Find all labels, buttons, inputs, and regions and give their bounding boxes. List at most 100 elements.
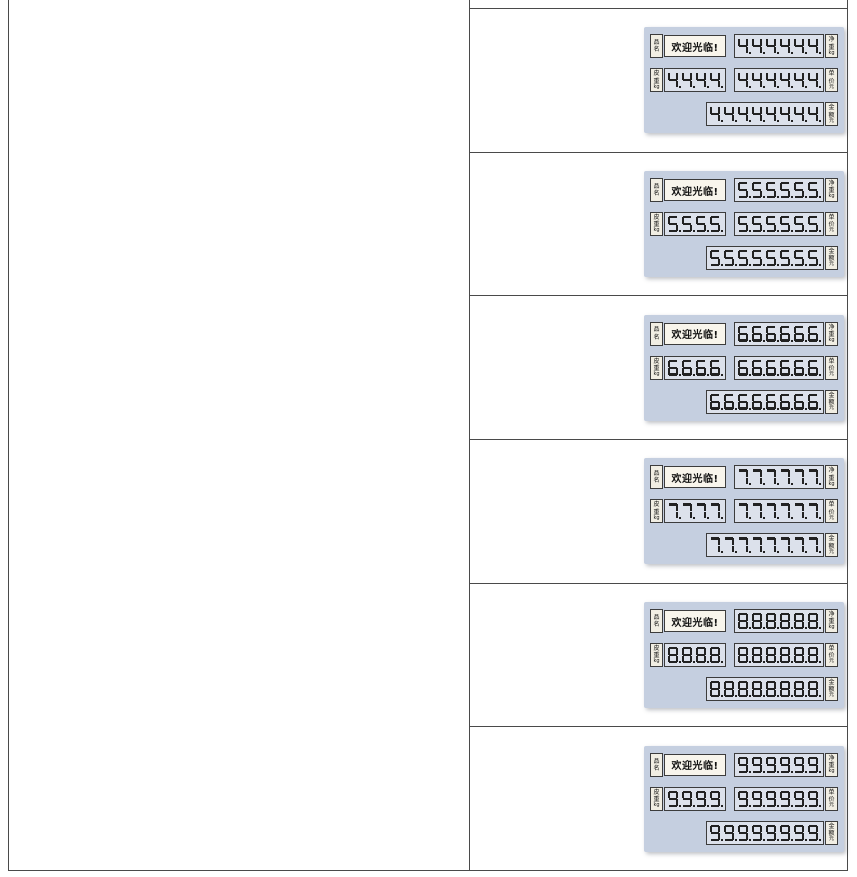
unit-price-label-text: 单价 xyxy=(828,501,835,516)
unit-price-unit: 元 xyxy=(828,802,834,809)
segment-digit xyxy=(808,681,818,698)
panel-middle-row: 皮重 kg 单价 元 xyxy=(650,212,838,236)
tare-label-text: 皮重 xyxy=(653,788,660,803)
net-weight-label: 净重 kg xyxy=(825,178,838,202)
decimal-point-dot xyxy=(763,770,765,773)
decimal-point-dot xyxy=(735,407,737,410)
segment-digit xyxy=(738,216,748,232)
decimal-point-dot xyxy=(805,627,807,630)
decimal-point-dot xyxy=(679,86,681,89)
segment-digit xyxy=(724,106,734,122)
segment-digit xyxy=(752,182,762,198)
decimal-point-dot xyxy=(805,264,807,266)
unit-price-group: 单价 元 xyxy=(734,68,838,93)
segment-digit xyxy=(710,647,720,664)
segment-digit xyxy=(794,359,804,376)
tare-display xyxy=(664,212,726,236)
segment-digit xyxy=(794,503,804,519)
segment-digit xyxy=(766,647,776,664)
unit-price-unit: 元 xyxy=(828,658,834,665)
decimal-point-dot xyxy=(791,627,793,630)
unit-price-group: 单价 元 xyxy=(734,355,838,380)
decimal-point-dot xyxy=(777,120,779,123)
product-name-label-text: 品名 xyxy=(653,757,660,772)
segment-digit xyxy=(780,681,790,698)
unit-price-label: 单价 元 xyxy=(825,643,838,668)
scale-display-panel: 品名 欢迎光临! 净重 kg 皮重 xyxy=(644,602,844,709)
product-name-group: 品名 欢迎光临! xyxy=(650,34,726,59)
decimal-point-dot xyxy=(805,339,807,342)
decimal-point-dot xyxy=(721,264,723,266)
tare-unit: kg xyxy=(653,514,660,521)
decimal-point-dot xyxy=(777,695,779,698)
decimal-point-dot xyxy=(819,770,821,773)
segment-digit xyxy=(710,359,720,376)
table-row: 品名 欢迎光临! 净重 kg 皮重 xyxy=(470,727,847,872)
decimal-point-dot xyxy=(749,804,751,807)
decimal-point-dot xyxy=(763,230,765,232)
segment-digit xyxy=(696,647,706,664)
decimal-point-dot xyxy=(749,627,751,630)
segment-digit xyxy=(724,824,734,841)
segment-digit xyxy=(752,681,762,698)
unit-price-group: 单价 元 xyxy=(734,643,838,668)
decimal-point-dot xyxy=(791,407,793,410)
segment-digit xyxy=(752,359,762,376)
segment-digit xyxy=(682,790,692,807)
amount-label-text: 金额 xyxy=(828,248,835,263)
decimal-point-dot xyxy=(763,373,765,376)
segment-digit xyxy=(780,72,790,88)
segment-digit xyxy=(738,537,748,553)
segment-digit xyxy=(780,359,790,376)
net-weight-unit: kg xyxy=(828,624,835,631)
decimal-point-dot xyxy=(749,695,751,698)
net-weight-group: 净重 kg xyxy=(734,321,838,346)
tare-unit: kg xyxy=(653,658,660,665)
segment-digit xyxy=(738,182,748,198)
tare-display xyxy=(664,68,726,93)
segment-digit xyxy=(738,756,748,773)
segment-digit xyxy=(780,250,790,266)
segment-digit xyxy=(752,756,762,773)
net-weight-label: 净重 kg xyxy=(825,321,838,346)
decimal-point-dot xyxy=(805,483,807,486)
decimal-point-dot xyxy=(707,373,709,376)
decimal-point-dot xyxy=(777,517,779,520)
net-weight-display xyxy=(734,609,824,634)
decimal-point-dot xyxy=(749,86,751,89)
welcome-text-box: 欢迎光临! xyxy=(664,179,726,201)
decimal-point-dot xyxy=(819,483,821,486)
product-name-label-text: 品名 xyxy=(653,470,660,485)
product-name-label: 品名 xyxy=(650,752,663,777)
segment-digit xyxy=(808,38,818,54)
amount-unit: 元 xyxy=(828,836,834,843)
decimal-point-dot xyxy=(749,838,751,841)
segment-digit xyxy=(766,106,776,122)
welcome-text: 欢迎光临! xyxy=(671,186,719,198)
scale-display-panel: 品名 欢迎光临! 净重 kg 皮重 xyxy=(644,171,844,277)
net-weight-label: 净重 kg xyxy=(825,34,838,59)
decimal-point-dot xyxy=(819,264,821,266)
segment-digit xyxy=(738,613,748,630)
segment-digit xyxy=(752,790,762,807)
net-weight-unit: kg xyxy=(828,480,835,487)
decimal-point-dot xyxy=(791,804,793,807)
decimal-point-dot xyxy=(749,517,751,520)
segment-digit xyxy=(766,38,776,54)
tare-label: 皮重 kg xyxy=(650,499,663,524)
segment-digit xyxy=(752,503,762,519)
amount-label-text: 金额 xyxy=(828,104,835,119)
decimal-point-dot xyxy=(819,517,821,520)
segment-digit xyxy=(738,106,748,122)
decimal-point-dot xyxy=(763,52,765,55)
decimal-point-dot xyxy=(679,804,681,807)
segment-digit xyxy=(710,537,720,553)
decimal-point-dot xyxy=(791,230,793,232)
segment-digit xyxy=(724,537,734,553)
welcome-text-box: 欢迎光临! xyxy=(664,610,726,633)
table-row: 品名 欢迎光临! 净重 kg 皮重 xyxy=(470,440,847,584)
amount-unit: 元 xyxy=(828,405,834,412)
net-weight-label-text: 净重 xyxy=(828,180,835,195)
segment-digit xyxy=(794,72,804,88)
segment-digit xyxy=(738,325,748,342)
